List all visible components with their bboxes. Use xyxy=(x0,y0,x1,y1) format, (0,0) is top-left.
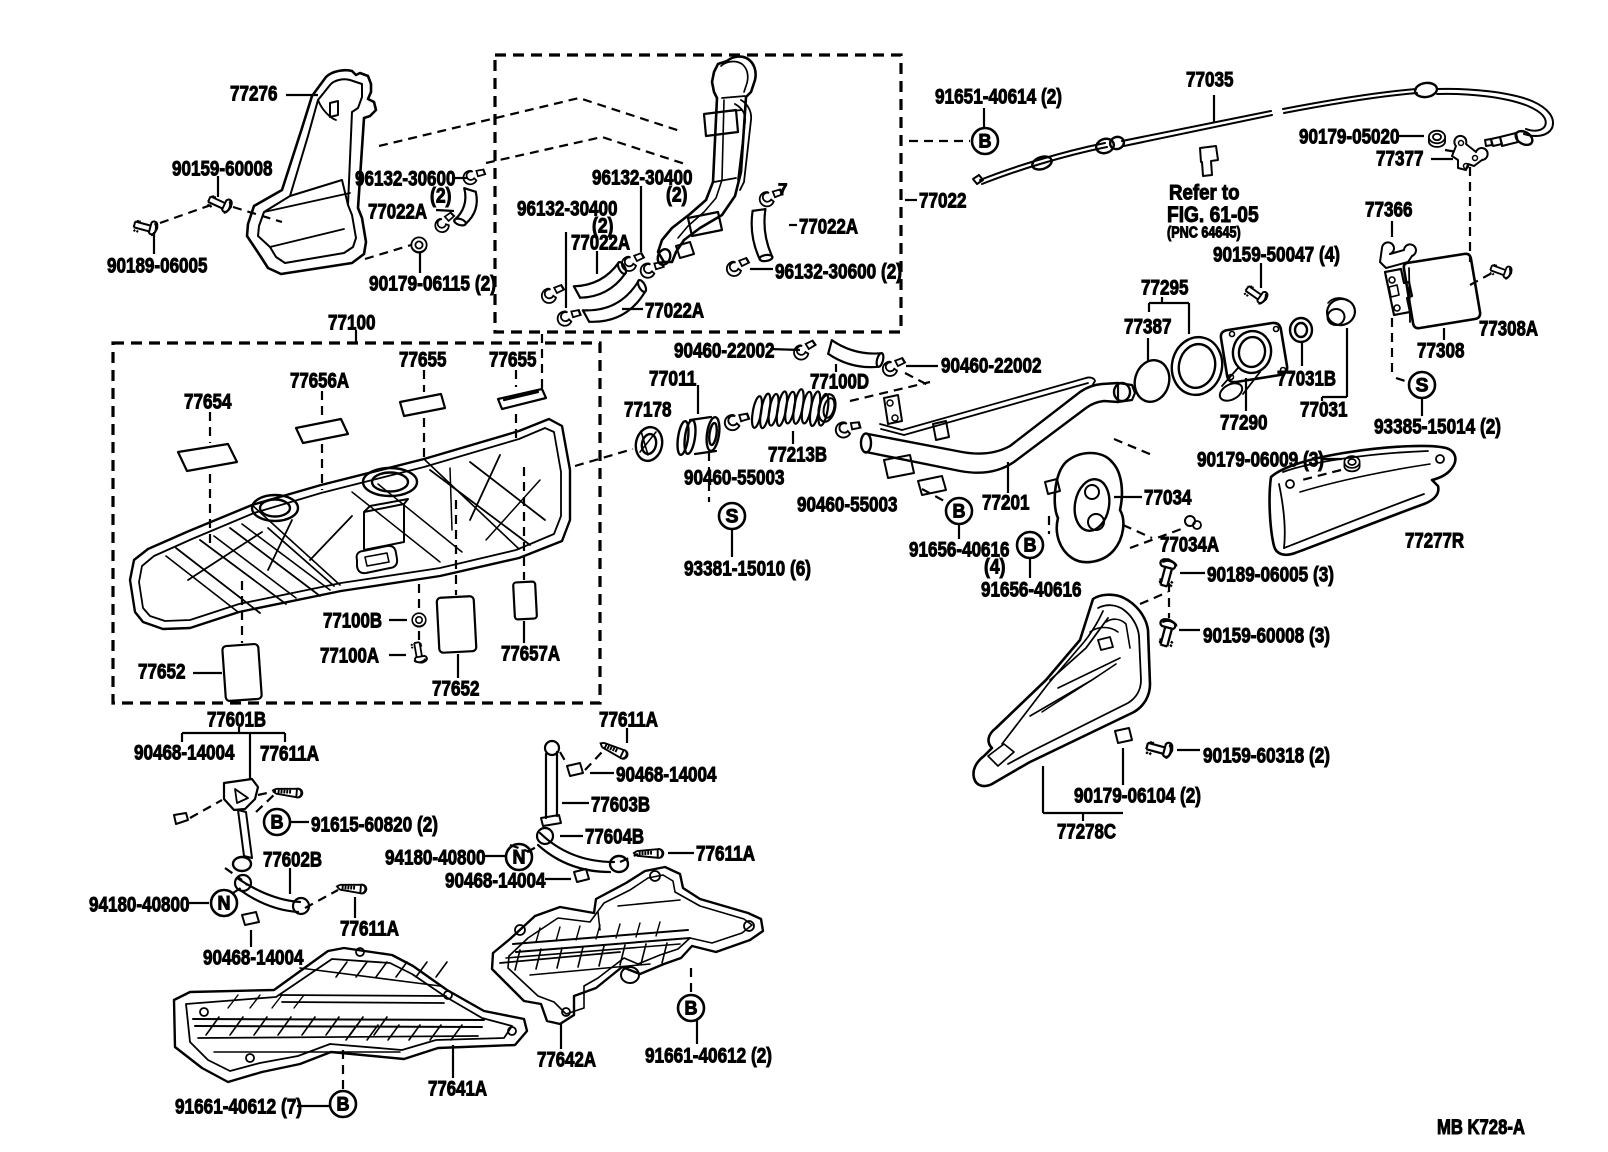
svg-text:77100: 77100 xyxy=(328,311,376,335)
svg-text:77034A: 77034A xyxy=(1160,533,1219,557)
svg-text:94180-40800: 94180-40800 xyxy=(385,846,486,870)
svg-text:96132-30600: 96132-30600 xyxy=(355,167,456,191)
svg-text:77655: 77655 xyxy=(489,348,537,372)
svg-text:MB K728-A: MB K728-A xyxy=(1437,1116,1525,1139)
svg-text:90159-60008: 90159-60008 xyxy=(172,157,273,181)
svg-text:77611A: 77611A xyxy=(599,708,658,732)
svg-text:93381-15010 (6): 93381-15010 (6) xyxy=(684,557,811,581)
svg-text:77308A: 77308A xyxy=(1479,317,1538,341)
svg-text:77601B: 77601B xyxy=(207,708,266,732)
svg-text:77213B: 77213B xyxy=(768,443,827,467)
svg-text:77178: 77178 xyxy=(624,398,672,422)
svg-text:90189-06005: 90189-06005 xyxy=(107,254,208,278)
svg-text:77278C: 77278C xyxy=(1057,820,1116,844)
svg-text:B: B xyxy=(685,999,698,1020)
svg-text:90460-22002: 90460-22002 xyxy=(674,339,775,363)
svg-text:77031: 77031 xyxy=(1300,398,1348,422)
svg-text:(2): (2) xyxy=(592,214,614,238)
svg-text:B: B xyxy=(953,502,966,523)
svg-text:77641A: 77641A xyxy=(428,1077,487,1101)
svg-text:90468-14004: 90468-14004 xyxy=(445,869,546,893)
svg-text:77642A: 77642A xyxy=(537,1048,596,1072)
svg-text:7: 7 xyxy=(778,180,787,199)
svg-text:77602B: 77602B xyxy=(263,848,322,872)
svg-text:77022A: 77022A xyxy=(571,231,630,255)
svg-text:N: N xyxy=(513,848,526,869)
svg-text:77657A: 77657A xyxy=(501,642,560,666)
svg-text:77100B: 77100B xyxy=(323,609,382,633)
svg-text:77201: 77201 xyxy=(982,491,1030,515)
svg-text:(2): (2) xyxy=(430,184,452,208)
svg-text:90460-55003: 90460-55003 xyxy=(684,466,785,490)
svg-text:77611A: 77611A xyxy=(340,917,399,941)
svg-text:77308: 77308 xyxy=(1417,339,1465,363)
svg-text:91651-40614 (2): 91651-40614 (2) xyxy=(935,85,1062,109)
svg-text:90468-14004: 90468-14004 xyxy=(203,946,304,970)
svg-text:90179-06009 (3): 90179-06009 (3) xyxy=(1197,448,1324,472)
svg-text:77035: 77035 xyxy=(1186,68,1234,92)
svg-text:77655: 77655 xyxy=(399,348,447,372)
svg-text:90159-60318 (2): 90159-60318 (2) xyxy=(1203,744,1330,768)
svg-text:90179-06115 (2): 90179-06115 (2) xyxy=(369,272,496,296)
svg-text:90159-60008 (3): 90159-60008 (3) xyxy=(1203,624,1330,648)
svg-text:90179-06104 (2): 90179-06104 (2) xyxy=(1074,784,1201,808)
svg-text:91656-40616: 91656-40616 xyxy=(981,578,1082,602)
svg-text:77011: 77011 xyxy=(649,367,697,391)
svg-text:91656-40616: 91656-40616 xyxy=(909,538,1010,562)
svg-text:91615-60820 (2): 91615-60820 (2) xyxy=(311,813,438,837)
svg-text:96132-30400: 96132-30400 xyxy=(592,166,693,190)
svg-text:94180-40800: 94180-40800 xyxy=(89,893,190,917)
svg-text:Refer to: Refer to xyxy=(1169,181,1240,205)
svg-text:S: S xyxy=(1416,376,1429,397)
svg-text:77100D: 77100D xyxy=(810,370,869,394)
svg-text:96132-30400: 96132-30400 xyxy=(517,197,618,221)
svg-text:77603B: 77603B xyxy=(591,793,650,817)
svg-text:93385-15014 (2): 93385-15014 (2) xyxy=(1374,415,1501,439)
svg-text:77611A: 77611A xyxy=(696,842,755,866)
svg-text:S: S xyxy=(726,507,739,528)
svg-text:77377: 77377 xyxy=(1376,147,1424,171)
svg-text:77611A: 77611A xyxy=(260,742,319,766)
svg-text:77604B: 77604B xyxy=(585,825,644,849)
svg-text:(PNC 64645): (PNC 64645) xyxy=(1167,225,1241,242)
svg-text:91661-40612 (7): 91661-40612 (7) xyxy=(175,1095,302,1119)
svg-text:B: B xyxy=(1024,536,1037,557)
svg-text:(2): (2) xyxy=(666,183,688,207)
svg-text:(4): (4) xyxy=(984,555,1006,579)
svg-text:77100A: 77100A xyxy=(320,644,379,668)
svg-text:90179-05020: 90179-05020 xyxy=(1299,125,1400,149)
svg-text:77652: 77652 xyxy=(432,677,480,701)
svg-text:77656A: 77656A xyxy=(290,369,349,393)
svg-text:90468-14004: 90468-14004 xyxy=(616,763,717,787)
svg-text:90460-55003: 90460-55003 xyxy=(797,493,898,517)
svg-text:77387: 77387 xyxy=(1124,315,1172,339)
svg-text:96132-30600 (2): 96132-30600 (2) xyxy=(775,260,902,284)
svg-text:B: B xyxy=(271,813,284,834)
svg-text:90159-50047 (4): 90159-50047 (4) xyxy=(1213,243,1340,267)
svg-text:77295: 77295 xyxy=(1141,276,1189,300)
svg-text:90189-06005 (3): 90189-06005 (3) xyxy=(1207,563,1334,587)
svg-text:77654: 77654 xyxy=(184,390,232,414)
svg-text:77022A: 77022A xyxy=(368,200,427,224)
svg-text:B: B xyxy=(979,132,992,153)
svg-text:77034: 77034 xyxy=(1144,486,1192,510)
svg-text:90468-14004: 90468-14004 xyxy=(134,741,235,765)
svg-text:90460-22002: 90460-22002 xyxy=(941,354,1042,378)
svg-text:77022A: 77022A xyxy=(645,299,704,323)
svg-text:77290: 77290 xyxy=(1220,411,1268,435)
svg-text:N: N xyxy=(218,894,231,915)
svg-text:77276: 77276 xyxy=(230,82,278,106)
svg-text:91661-40612 (2): 91661-40612 (2) xyxy=(645,1044,772,1068)
svg-text:77652: 77652 xyxy=(138,660,186,684)
svg-text:77366: 77366 xyxy=(1365,198,1413,222)
svg-text:77277R: 77277R xyxy=(1405,529,1464,553)
svg-text:77022A: 77022A xyxy=(799,215,858,239)
svg-text:77022: 77022 xyxy=(919,189,967,213)
svg-text:B: B xyxy=(337,1095,350,1116)
svg-text:FIG. 61-05: FIG. 61-05 xyxy=(1167,202,1259,227)
